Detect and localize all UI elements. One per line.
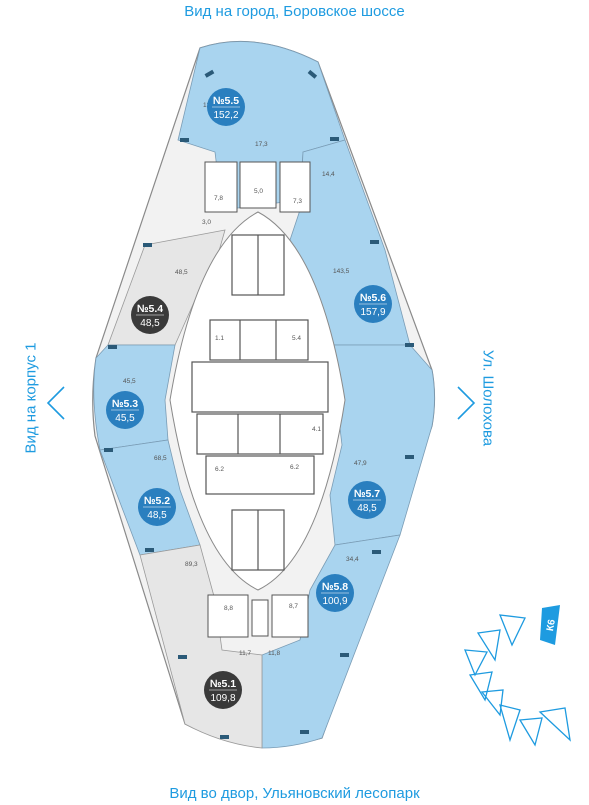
room-area-label: 45,5 [123, 378, 136, 385]
apartment-number: №5.2 [144, 495, 170, 507]
room-area-label: 3,0 [202, 219, 211, 226]
room-area-label: 7,8 [214, 195, 223, 202]
minimap-current-building [540, 605, 560, 645]
apartment-number: №5.1 [210, 678, 236, 690]
corridor-label: 6.2 [290, 464, 299, 471]
apartment-area: 152,2 [213, 110, 238, 121]
next-view-arrow[interactable] [452, 383, 482, 423]
room-area-label: 8,7 [289, 603, 298, 610]
room-area-label: 14,4 [322, 171, 335, 178]
room-area-label: 48,5 [175, 269, 188, 276]
apartment-badge-5-7[interactable]: №5.7 48,5 [348, 481, 386, 519]
apartment-area: 48,5 [357, 503, 377, 514]
window-marks [104, 69, 414, 739]
apartment-badge-5-1[interactable]: №5.1 109,8 [204, 671, 242, 709]
core-rooms [191, 234, 329, 571]
utility-block-bottom [207, 594, 309, 638]
apartment-badge-5-4[interactable]: №5.4 48,5 [131, 296, 169, 334]
apartment-area: 157,9 [360, 307, 385, 318]
room-area-label: 68,5 [154, 455, 167, 462]
minimap-building-label: К6 [545, 618, 558, 632]
apartment-area: 109,8 [210, 693, 235, 704]
apartment-5-7[interactable] [329, 344, 435, 546]
room-area-label: 17,3 [255, 141, 268, 148]
apartment-area: 100,9 [322, 596, 347, 607]
apartment-number: №5.4 [137, 303, 163, 315]
apartment-number: №5.7 [354, 488, 380, 500]
apartment-number: №5.8 [322, 581, 348, 593]
apartment-area: 48,5 [147, 510, 167, 521]
corridor-label: 1.1 [215, 335, 224, 342]
room-area-label: 47,9 [354, 460, 367, 467]
room-area-label: 143,5 [333, 268, 350, 275]
prev-view-arrow[interactable] [42, 383, 72, 423]
building-core [169, 211, 346, 591]
room-area-label: 7,3 [293, 198, 302, 205]
corridor-label: 4.1 [312, 426, 321, 433]
apartment-badge-5-3[interactable]: №5.3 45,5 [106, 391, 144, 429]
corridor-label: 6.2 [215, 466, 224, 473]
building-minimap[interactable]: К6 [464, 605, 571, 747]
apartment-number: №5.3 [112, 398, 138, 410]
apartment-area: 48,5 [140, 318, 160, 329]
apartment-badge-5-2[interactable]: №5.2 48,5 [138, 488, 176, 526]
view-label-top: Вид на город, Боровское шоссе [184, 3, 405, 20]
corridor-label: 5.4 [292, 335, 301, 342]
room-area-label: 11,8 [268, 650, 281, 657]
apartment-badge-5-5[interactable]: №5.5 152,2 [207, 88, 245, 126]
room-area-label: 5,0 [254, 188, 263, 195]
apartment-number: №5.6 [360, 292, 386, 304]
room-area-label: 89,3 [185, 561, 198, 568]
apartment-area: 45,5 [115, 413, 135, 424]
utility-block-top [204, 161, 311, 213]
apartment-number: №5.5 [213, 95, 239, 107]
room-area-label: 8,8 [224, 605, 233, 612]
view-label-bottom: Вид во двор, Ульяновский лесопарк [169, 785, 420, 802]
apartment-badge-5-8[interactable]: №5.8 100,9 [316, 574, 354, 612]
room-area-label: 34,4 [346, 556, 359, 563]
apartment-badge-5-6[interactable]: №5.6 157,9 [354, 285, 392, 323]
room-area-label: 11,7 [239, 650, 252, 657]
